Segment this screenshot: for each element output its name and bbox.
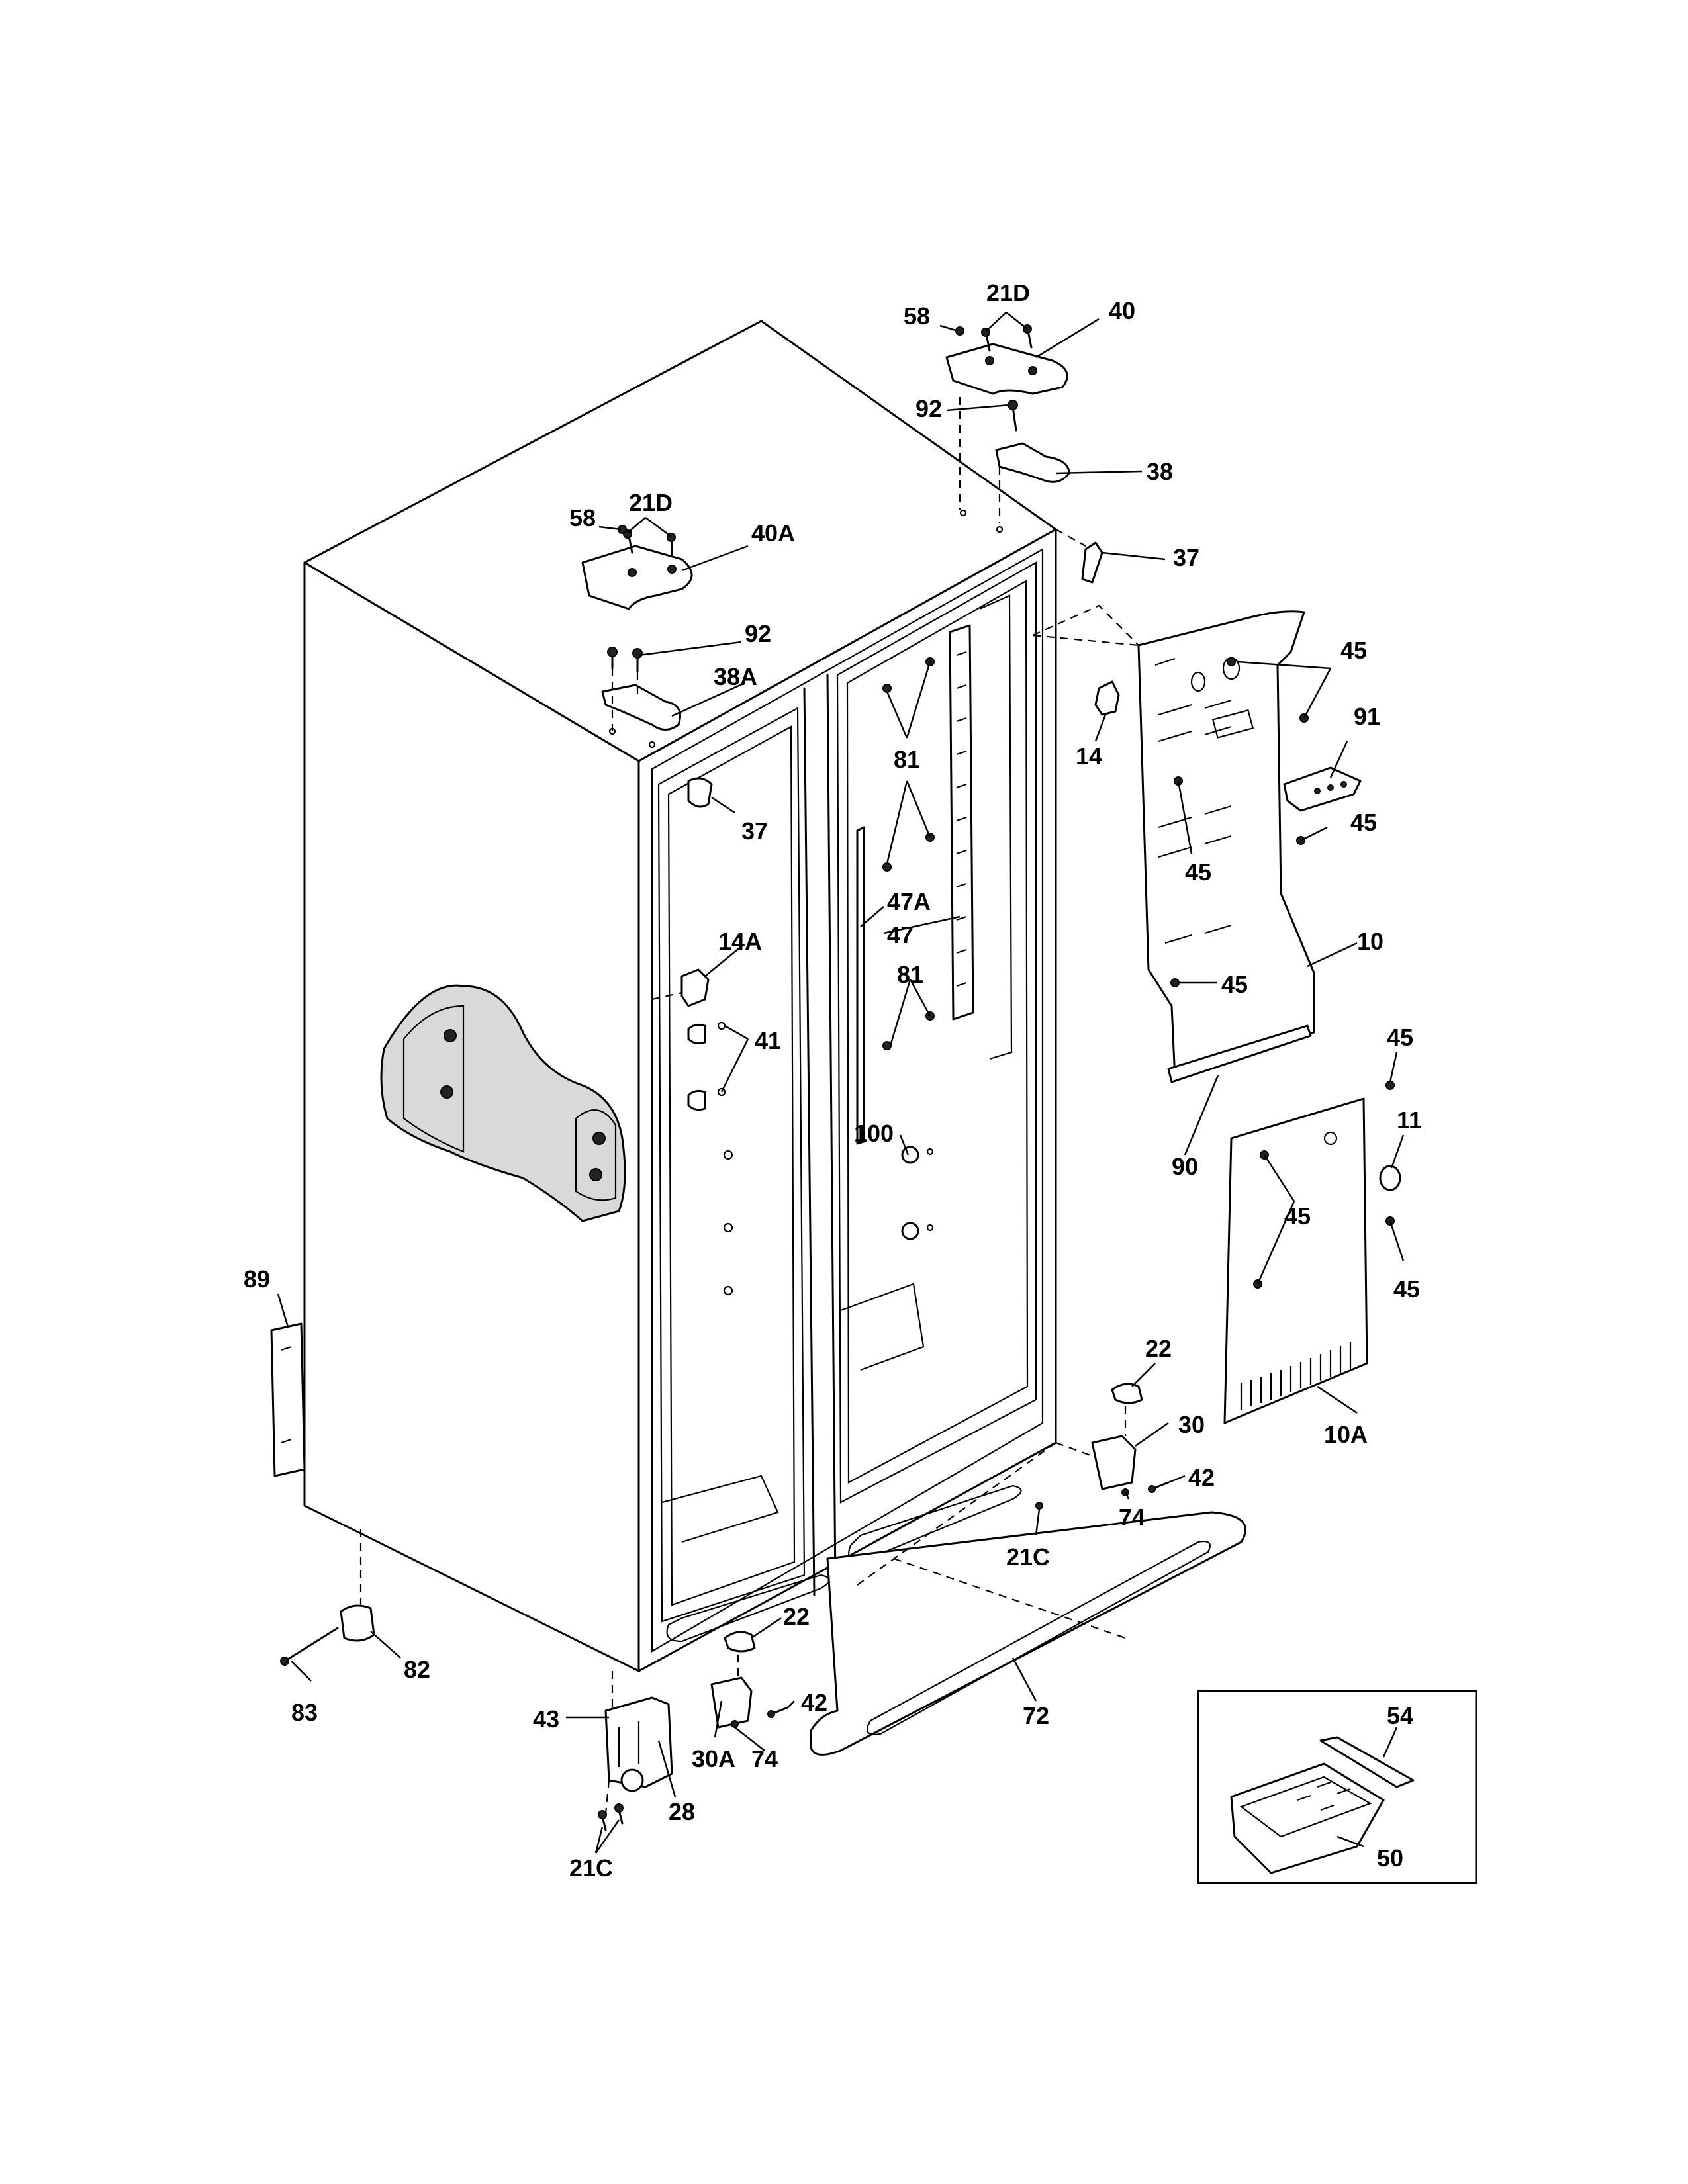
callout-10: 10 [1357, 928, 1383, 955]
callout-45-d: 45 [1221, 971, 1248, 998]
callout-81-top: 81 [894, 746, 920, 773]
callout-74-left: 74 [751, 1745, 778, 1772]
callout-58-left: 58 [569, 504, 596, 531]
callout-41: 41 [755, 1027, 781, 1054]
door-bracket-left [710, 1631, 789, 1729]
callout-14: 14 [1076, 743, 1102, 770]
rear-panel-10 [1032, 604, 1315, 1080]
liner-components [651, 968, 934, 1240]
callout-45-c: 45 [1185, 858, 1211, 886]
door-bracket-right [1035, 1383, 1170, 1510]
callout-82: 82 [404, 1656, 430, 1683]
top-hinge-left [581, 525, 693, 731]
callout-45-b: 45 [1350, 809, 1377, 836]
callout-14a: 14A [718, 928, 762, 955]
callout-90: 90 [1172, 1153, 1198, 1180]
callout-45-f: 45 [1284, 1203, 1311, 1230]
callout-72: 72 [1023, 1702, 1049, 1729]
callout-54: 54 [1387, 1702, 1413, 1729]
part-90-strip [1167, 1024, 1312, 1083]
shelf-rails [856, 624, 974, 1145]
callout-45-e: 45 [1387, 1024, 1413, 1051]
callout-21c-left: 21C [569, 1854, 613, 1882]
callout-89: 89 [244, 1265, 270, 1293]
callout-22-right: 22 [1145, 1335, 1172, 1362]
rear-panel-10A [1223, 1097, 1401, 1424]
toe-grille-72 [810, 1442, 1246, 1756]
callout-labels: 58 21D 40 92 38 37 58 21D 40A 92 38A 45 … [244, 279, 1422, 1882]
callout-74-right: 74 [1119, 1504, 1145, 1531]
callout-28: 28 [669, 1798, 695, 1825]
callout-83: 83 [291, 1699, 318, 1726]
callout-11: 11 [1397, 1107, 1422, 1134]
callout-45-g: 45 [1393, 1275, 1420, 1302]
callout-58-top: 58 [904, 302, 930, 330]
callout-22-left: 22 [783, 1603, 810, 1630]
callout-92-top: 92 [915, 395, 942, 422]
callout-37-top: 37 [1173, 544, 1199, 571]
roller-assembly [598, 1671, 673, 1831]
part-37 [687, 529, 1103, 808]
callout-42-left: 42 [801, 1689, 827, 1716]
callout-42-right: 42 [1188, 1464, 1215, 1491]
callout-21d-left: 21D [629, 489, 673, 516]
callout-100: 100 [854, 1120, 894, 1147]
callout-47: 47 [887, 921, 914, 948]
callout-40a: 40A [751, 520, 795, 547]
part-89 [270, 1322, 306, 1477]
callout-50: 50 [1377, 1844, 1403, 1872]
leveler [280, 1529, 375, 1666]
part-91 [1283, 766, 1362, 812]
insulation-cutaway [380, 984, 626, 1222]
callout-38: 38 [1147, 458, 1173, 485]
callout-30: 30 [1178, 1411, 1205, 1438]
cabinet [303, 320, 1057, 1672]
callout-40: 40 [1109, 297, 1135, 324]
callout-81-bottom: 81 [897, 961, 923, 988]
callout-47a: 47A [887, 888, 931, 915]
callout-30a: 30A [692, 1745, 735, 1772]
callout-38a: 38A [714, 663, 757, 690]
callout-21c-right: 21C [1006, 1543, 1050, 1570]
callout-10a: 10A [1324, 1421, 1368, 1448]
callout-91: 91 [1354, 703, 1380, 730]
ice-tray-inset [1197, 1690, 1477, 1884]
callout-37-left: 37 [741, 817, 768, 844]
callout-45-a: 45 [1340, 637, 1367, 664]
callout-43: 43 [533, 1706, 559, 1733]
leader-lines [277, 312, 1405, 1854]
callout-21d-top: 21D [986, 279, 1030, 306]
callout-92-left: 92 [745, 620, 771, 647]
